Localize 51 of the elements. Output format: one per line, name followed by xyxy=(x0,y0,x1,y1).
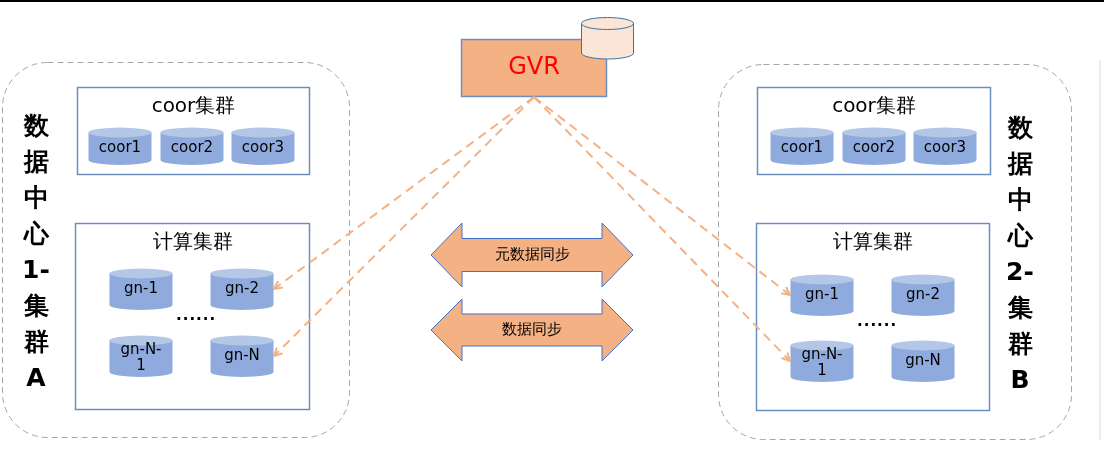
cluster-title: coor集群 xyxy=(150,92,237,119)
node-label: GVR xyxy=(507,52,561,80)
node-label: gn-1 xyxy=(123,280,159,296)
database-cylinder xyxy=(109,335,173,377)
node-label: gn-N-1 xyxy=(119,341,163,373)
database-cylinder xyxy=(891,340,955,382)
cluster-box xyxy=(75,223,310,410)
database-cylinder xyxy=(842,127,906,165)
node-label: coor2 xyxy=(169,139,215,155)
vertical-label: 数据中心2-集群B xyxy=(1005,112,1035,396)
node-label: 数据同步 xyxy=(501,320,563,339)
database-cylinder xyxy=(891,274,955,316)
database-cylinder xyxy=(210,268,274,310)
arrow xyxy=(273,96,535,357)
node-label: coor2 xyxy=(851,139,897,155)
data-center-panel xyxy=(2,62,350,438)
database-cylinder xyxy=(581,17,634,59)
node-label: gn-N xyxy=(904,352,942,368)
cluster-title: coor集群 xyxy=(831,92,917,119)
node-label: gn-N xyxy=(223,347,261,363)
ellipsis-label: ...... xyxy=(176,306,217,324)
sync-double-arrow xyxy=(430,222,634,288)
cluster-box xyxy=(757,87,991,175)
node-label: coor3 xyxy=(240,139,286,155)
database-cylinder xyxy=(210,335,274,377)
database-cylinder xyxy=(231,127,295,165)
database-cylinder xyxy=(790,274,854,316)
database-cylinder xyxy=(790,340,854,382)
database-cylinder xyxy=(913,127,977,165)
node-label: coor1 xyxy=(779,139,825,155)
node-label: gn-2 xyxy=(224,280,260,296)
node-label: 元数据同步 xyxy=(493,245,571,264)
vertical-label: 数据中心1-集群A xyxy=(21,110,51,394)
cluster-box xyxy=(77,87,310,175)
node-label: gn-1 xyxy=(804,286,840,302)
sync-double-arrow xyxy=(430,298,634,362)
arrow xyxy=(533,96,791,362)
database-cylinder xyxy=(770,127,834,165)
cluster-box xyxy=(756,223,990,411)
node-label: coor1 xyxy=(97,139,143,155)
node-label: gn-2 xyxy=(905,286,941,302)
ellipsis-label: ...... xyxy=(857,312,898,330)
cluster-title: 计算集群 xyxy=(151,228,234,255)
gvr-box xyxy=(461,39,607,97)
data-center-panel xyxy=(718,64,1072,440)
node-label: gn-N-1 xyxy=(800,346,844,378)
database-cylinder xyxy=(160,127,224,165)
database-cylinder xyxy=(109,268,173,310)
database-cylinder xyxy=(88,127,152,165)
cluster-title: 计算集群 xyxy=(832,228,914,255)
node-label: coor3 xyxy=(922,139,968,155)
